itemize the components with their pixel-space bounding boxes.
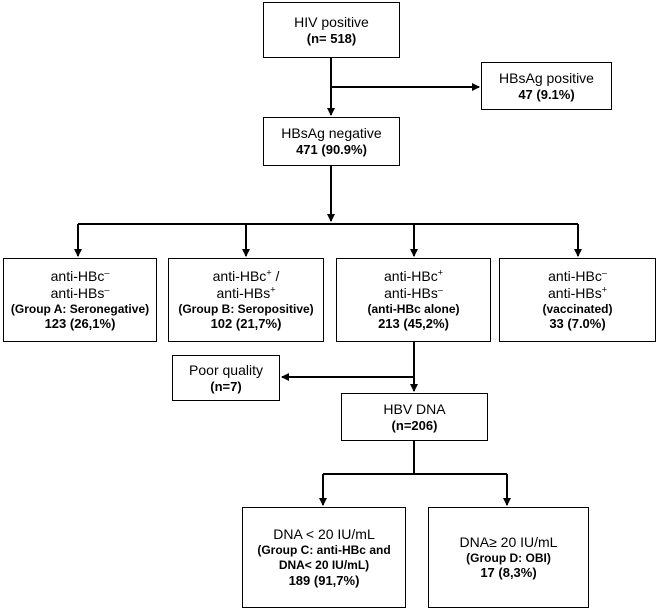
node-count: (n= 518) <box>306 30 357 46</box>
marker-line-2: anti-HBs+ <box>548 284 607 301</box>
node-count: (n=7) <box>210 378 242 394</box>
node-count: 33 (7.0%) <box>549 316 606 332</box>
node-count: 123 (26,1%) <box>44 316 116 332</box>
group-label: (anti-HBc alone) <box>367 301 460 316</box>
node-poor-quality: Poor quality (n=7) <box>172 355 280 401</box>
node-title: DNA < 20 IU/mL <box>273 526 375 543</box>
node-vaccinated: anti-HBc– anti-HBs+ (vaccinated) 33 (7.0… <box>499 258 656 342</box>
marker-line-1: anti-HBc– <box>548 267 607 284</box>
node-title: HBV DNA <box>383 400 446 417</box>
group-label: (vaccinated) <box>542 301 613 316</box>
node-title: DNA≥ 20 IU/mL <box>459 533 558 550</box>
node-hbv-dna: HBV DNA (n=206) <box>341 393 488 441</box>
node-count: (n=206) <box>391 417 438 433</box>
group-label: (Group D: OBI) <box>466 550 551 565</box>
node-count: 471 (90.9%) <box>296 142 367 158</box>
node-group-d: DNA≥ 20 IU/mL (Group D: OBI) 17 (8,3%) <box>428 507 589 608</box>
node-hiv-positive: HIV positive (n= 518) <box>263 2 400 58</box>
node-count: 213 (45,2%) <box>378 316 449 332</box>
node-title: HBsAg negative <box>281 125 382 142</box>
node-anti-hbc-alone: anti-HBc+ anti-HBs– (anti-HBc alone) 213… <box>336 258 491 342</box>
marker-line-2: anti-HBs+ <box>216 284 276 301</box>
node-group-a: anti-HBc– anti-HBs– (Group A: Seronegati… <box>3 258 157 342</box>
marker-line-1: anti-HBc+ <box>384 267 443 284</box>
node-title: Poor quality <box>189 361 263 378</box>
node-group-c: DNA < 20 IU/mL (Group C: anti-HBc and DN… <box>242 507 406 608</box>
group-label: (Group A: Seronegative) <box>10 301 150 316</box>
node-title: HIV positive <box>294 13 369 30</box>
node-count: 102 (21,7%) <box>210 316 282 332</box>
node-hbsag-positive: HBsAg positive 47 (9.1%) <box>481 62 612 110</box>
node-count: 17 (8,3%) <box>480 565 537 581</box>
node-title: HBsAg positive <box>499 69 594 86</box>
marker-line-1: anti-HBc– <box>50 267 110 284</box>
node-count: 47 (9.1%) <box>518 86 575 102</box>
node-hbsag-negative: HBsAg negative 471 (90.9%) <box>263 117 400 166</box>
group-label: (Group B: Seropositive) <box>178 301 314 316</box>
group-label-line-2: DNA< 20 IU/mL) <box>278 558 370 573</box>
marker-line-1: anti-HBc+ / <box>212 267 280 284</box>
node-count: 189 (91,7%) <box>288 572 360 588</box>
node-group-b: anti-HBc+ / anti-HBs+ (Group B: Seroposi… <box>168 258 324 342</box>
group-label-line-1: (Group C: anti-HBc and <box>257 543 391 558</box>
marker-line-2: anti-HBs– <box>50 284 110 301</box>
marker-line-2: anti-HBs– <box>384 284 443 301</box>
